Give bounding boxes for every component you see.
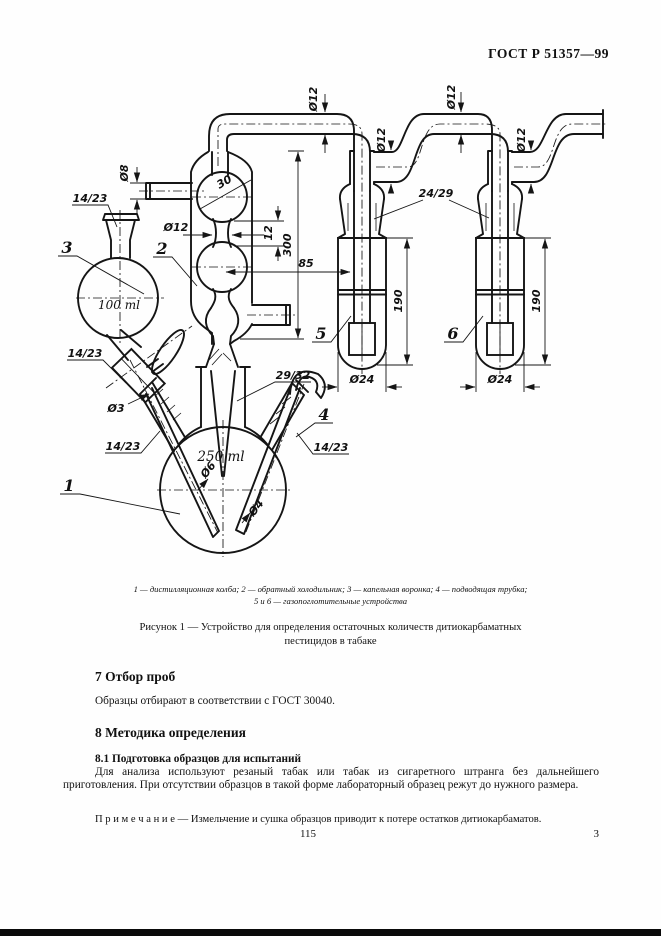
- figure-1-apparatus-diagram: 14/23 14/23 14/23 14/23 29/32 24/29 Ø8 Ø…: [58, 84, 606, 557]
- part-label-3: 3: [61, 238, 72, 257]
- dim-label-len30: 30: [214, 172, 234, 191]
- dim-label-dia3: Ø3: [106, 402, 124, 415]
- volume-label-250ml: 250 ml: [196, 449, 244, 465]
- figure-caption: 1 — дистилляционная колба; 2 — обратный …: [30, 583, 631, 607]
- figure-name-line2: пестицидов в табаке: [284, 636, 377, 647]
- dim-label-len190-abs5: 190: [392, 289, 405, 312]
- section-7-heading: 7 Отбор проб: [95, 669, 176, 684]
- section-8-1-heading: 8.1 Подготовка образцов для испытаний: [95, 753, 302, 765]
- volume-label-100ml: 100 ml: [98, 298, 140, 312]
- page-number-outer: 3: [593, 828, 600, 840]
- note-paragraph: П р и м е ч а н и е — Измельчение и сушк…: [95, 814, 542, 825]
- part-label-2: 2: [155, 239, 167, 258]
- dim-label-len190-abs6: 190: [530, 289, 543, 312]
- figure-caption-line2: 5 и 6 — газопоглотительные устройства: [253, 596, 408, 606]
- section-7-paragraph: Образцы отбирают в соответствии с ГОСТ 3…: [95, 695, 335, 707]
- dim-label-joint-24-29: 24/29: [419, 187, 454, 200]
- dim-label-joint-14-23-left-neck: 14/23: [106, 440, 141, 453]
- dim-label-dia24-abs5: Ø24: [349, 373, 375, 386]
- scan-edge: [0, 929, 661, 936]
- dim-label-dia4: Ø4: [245, 497, 266, 519]
- part-label-5: 5: [315, 324, 326, 343]
- dimension-lines: [58, 92, 551, 524]
- absorber-5-glass: [337, 113, 509, 370]
- section-8-1-paragraph: Для анализа используют резаный табак или…: [63, 766, 599, 792]
- standard-number: ГОСТ Р 51357—99: [488, 46, 609, 61]
- dim-label-dia12-arm5: Ø12: [375, 127, 388, 153]
- dim-label-dia24-abs6: Ø24: [487, 373, 513, 386]
- part-label-4: 4: [318, 405, 329, 424]
- dimension-labels: 14/23 14/23 14/23 14/23 29/32 24/29 Ø8 Ø…: [68, 84, 543, 519]
- dim-label-joint-14-23-stopcock: 14/23: [68, 347, 103, 360]
- part-label-6: 6: [447, 324, 458, 343]
- absorber-6-glass: [475, 109, 604, 370]
- centerlines: [76, 123, 606, 557]
- dim-label-len85: 85: [298, 257, 314, 270]
- part-number-labels: 1 2 3 4 5 6: [61, 238, 458, 495]
- figure-name: Рисунок 1 — Устройство для определения о…: [30, 621, 631, 649]
- section-8-heading: 8 Методика определения: [95, 725, 246, 740]
- dim-label-dia8: Ø8: [118, 164, 131, 182]
- dim-label-dia12-arm6: Ø12: [515, 127, 528, 153]
- part-label-1: 1: [63, 476, 74, 495]
- figure-name-line1: Рисунок 1 — Устройство для определения о…: [139, 622, 522, 633]
- glassware-outlines: [77, 109, 604, 554]
- dim-label-dia12-waist: Ø12: [163, 221, 189, 234]
- dim-label-dia12-bridge1: Ø12: [307, 86, 320, 112]
- dim-label-joint-14-23-right-neck: 14/23: [314, 441, 349, 454]
- page-number-inner: 115: [299, 828, 317, 840]
- figure-caption-line1: 1 — дистилляционная колба; 2 — обратный …: [133, 584, 528, 594]
- dim-label-joint-29-32: 29/32: [276, 369, 311, 382]
- dim-label-dia12-bridge2: Ø12: [445, 84, 458, 110]
- dim-label-joint-14-23-funnel-top: 14/23: [73, 192, 108, 205]
- dim-label-len300: 300: [281, 233, 294, 256]
- dim-label-len12: 12: [262, 225, 275, 241]
